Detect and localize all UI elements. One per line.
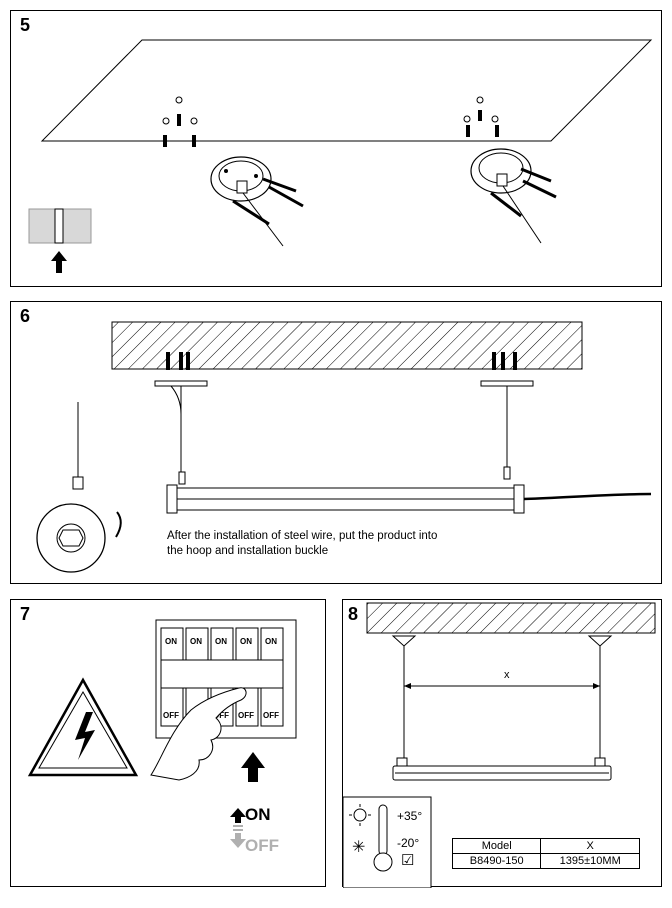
svg-text:ON: ON (240, 637, 252, 646)
ceiling-mount-illustration (28, 39, 653, 273)
ceiling-plate (480, 380, 534, 387)
step-7-panel: 7 ON ON ON ON ON OFF OFF OFF OFF (10, 599, 326, 887)
svg-text:ON: ON (190, 637, 202, 646)
table-cell: B8490-150 (451, 853, 542, 869)
checkbox-icon: ☑ (401, 852, 414, 869)
table-cell: 1395±10MM (540, 853, 640, 869)
mounting-disc (470, 148, 532, 194)
step-8-panel: 8 ✳ ☑ x +35° -20° Model (342, 599, 662, 888)
table-header: Model (451, 838, 542, 854)
ceiling-plate (154, 380, 208, 387)
step-number: 7 (20, 604, 31, 624)
instruction-caption: After the installation of steel wire, pu… (167, 530, 438, 557)
svg-text:OFF: OFF (263, 711, 279, 720)
svg-text:OFF: OFF (238, 711, 254, 720)
temp-high: +35° (397, 809, 423, 823)
mounting-disc (210, 156, 272, 202)
dimension-label: x (504, 669, 510, 681)
sun-icon (353, 808, 367, 822)
ceiling-block (366, 602, 656, 634)
step-6-panel: 6 After the installation of s (10, 301, 662, 584)
dimension-illustration: ✳ ☑ (343, 602, 656, 888)
off-label: OFF (245, 836, 279, 855)
step-5-panel: 5 (10, 10, 662, 287)
ceiling-plane (40, 39, 653, 142)
suspension-illustration (36, 321, 652, 573)
breaker-switches: ON ON ON ON ON OFF OFF OFF OFF (160, 627, 284, 727)
table-header-row: Model X (451, 838, 640, 854)
step-number: 5 (20, 15, 31, 35)
step-number: 6 (20, 306, 31, 326)
switch-illustration: ON ON ON ON ON OFF OFF OFF OFF (27, 619, 297, 848)
spec-table: Model X B8490-150 1395±10MM (451, 838, 640, 869)
table-header: X (540, 838, 640, 854)
on-label: ON (245, 805, 271, 824)
hand-illustration (150, 687, 247, 781)
thermometer-icon (378, 804, 388, 856)
table-row: B8490-150 1395±10MM (451, 853, 640, 869)
temp-low: -20° (397, 836, 420, 850)
svg-text:ON: ON (215, 637, 227, 646)
svg-text:ON: ON (165, 637, 177, 646)
svg-text:OFF: OFF (213, 711, 229, 720)
svg-text:ON: ON (265, 637, 277, 646)
svg-text:OFF: OFF (163, 711, 179, 720)
snowflake-icon: ✳ (352, 839, 365, 856)
step-number: 8 (348, 604, 359, 624)
